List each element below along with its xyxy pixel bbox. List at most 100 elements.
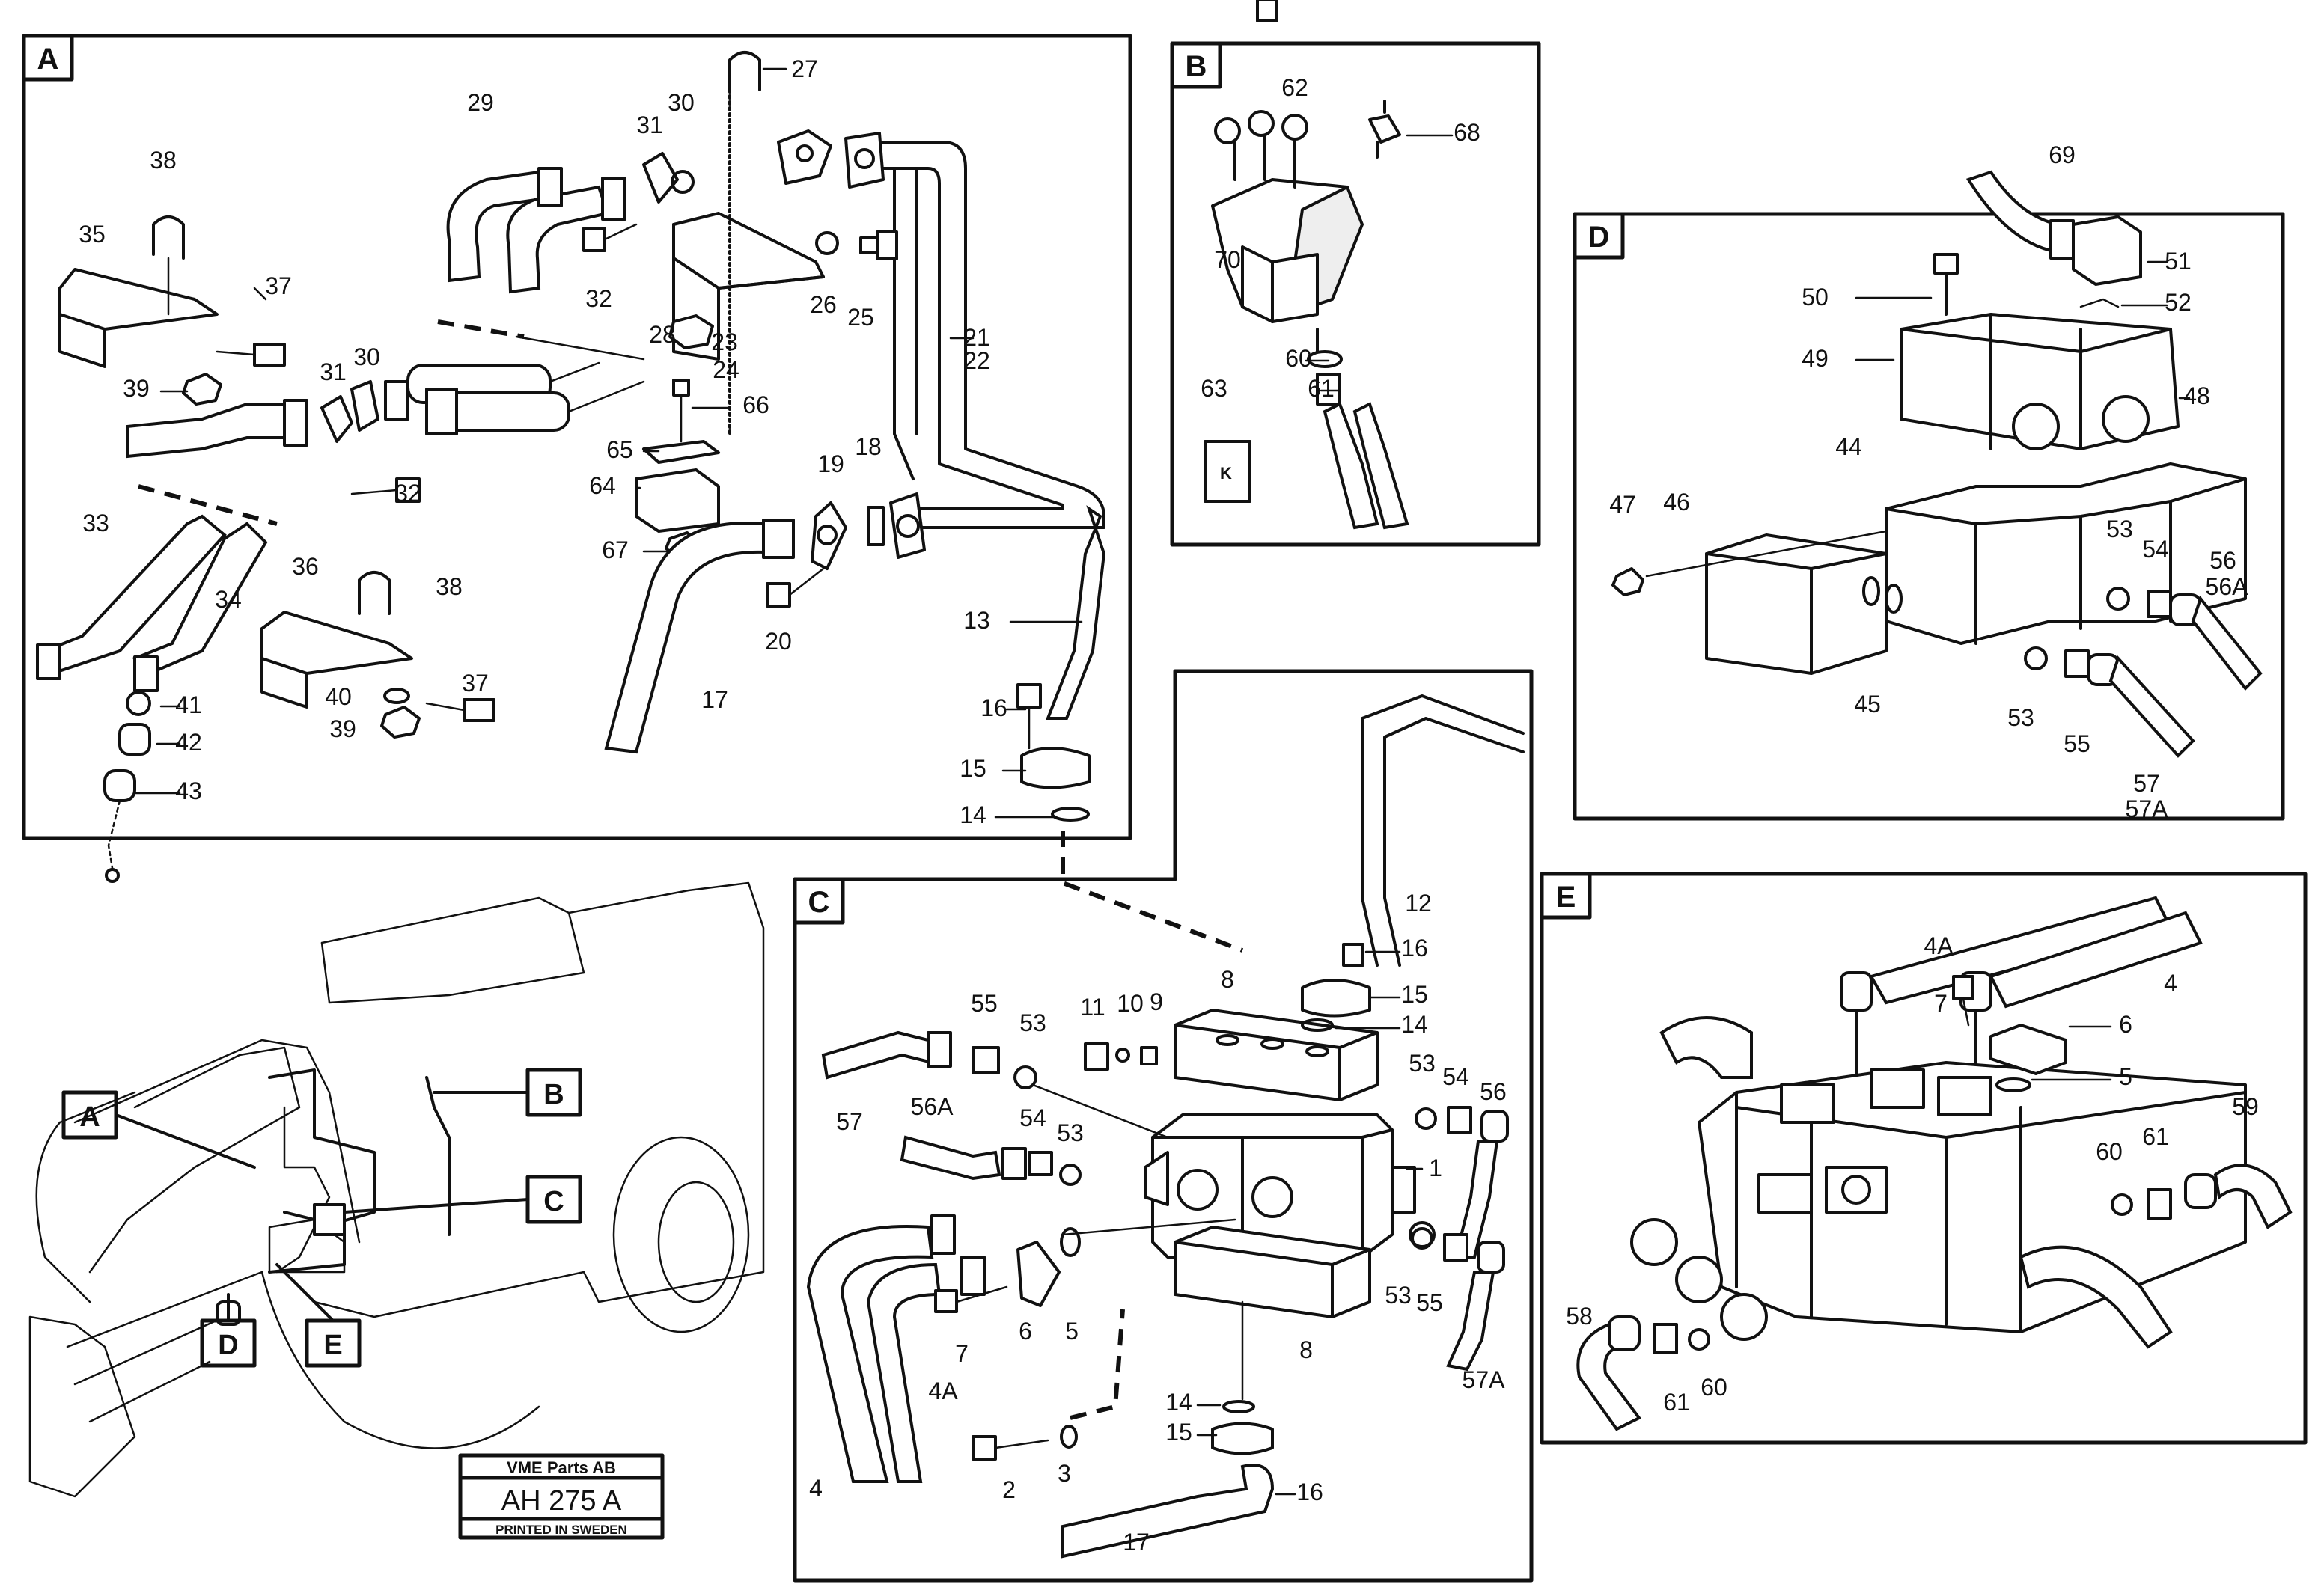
- callout-d-16: 57: [2133, 770, 2160, 797]
- panel-frames: [22, 34, 2308, 1583]
- callout-c-5: 11: [1080, 994, 1105, 1021]
- callout-c-15: 54: [1442, 1063, 1469, 1090]
- callout-c-0: 12: [1405, 890, 1432, 917]
- callout-d-10: 54: [2142, 536, 2169, 563]
- callout-d-13: 45: [1854, 691, 1881, 718]
- callout-a-20: 64: [589, 472, 616, 499]
- callout-b-5: 63: [1201, 375, 1227, 402]
- callout-a-14: 24: [713, 356, 739, 383]
- callout-b-4: 61: [1308, 375, 1335, 402]
- callout-a-0: 27: [791, 55, 818, 82]
- panel-c-frame: [793, 669, 1534, 1583]
- stamp-k: K: [1220, 464, 1232, 483]
- callout-e-0: 4A: [1924, 932, 1954, 959]
- panel-a-drawing: [36, 51, 1244, 953]
- overview-label-a: A: [79, 1101, 100, 1133]
- callout-d-15: 55: [2064, 730, 2090, 757]
- callout-e-3: 6: [2119, 1011, 2132, 1038]
- callout-a-23: 19: [817, 450, 844, 477]
- title-printed: PRINTED IN SWEDEN: [495, 1523, 627, 1537]
- callout-a-22: 18: [855, 433, 882, 460]
- callout-a-19: 65: [606, 436, 633, 463]
- callout-a-7: 39: [123, 375, 150, 402]
- callout-e-6: 60: [2096, 1138, 2123, 1165]
- panel-b-drawing: K: [1204, 100, 1409, 530]
- callout-d-3: 50: [1802, 284, 1829, 311]
- panel-c-letter: C: [808, 886, 830, 919]
- panel-d-frame: [1573, 212, 2285, 821]
- overview-label-d: D: [218, 1330, 238, 1361]
- callout-c-7: 9: [1150, 988, 1163, 1015]
- callout-e-1: 4: [2164, 970, 2177, 997]
- callout-c-13: 53: [1057, 1119, 1084, 1146]
- callout-a-18: 66: [742, 391, 769, 418]
- callout-d-7: 47: [1609, 491, 1636, 518]
- panel-d-letter: D: [1588, 221, 1610, 254]
- callout-c-3: 14: [1401, 1011, 1428, 1038]
- callout-a-9: 30: [353, 343, 380, 370]
- panel-b-tag: [1170, 41, 1222, 89]
- callout-a-2: 31: [636, 111, 663, 138]
- callout-a-33: 38: [436, 573, 463, 600]
- callout-d-8: 46: [1663, 489, 1690, 516]
- callout-c-25: 4: [809, 1475, 823, 1502]
- callout-c-10: 57: [836, 1108, 863, 1135]
- callout-e-9: 61: [1663, 1389, 1690, 1416]
- callout-a-35: 40: [325, 683, 352, 710]
- callout-e-2: 7: [1934, 990, 1948, 1017]
- panel-c-tag: [793, 877, 845, 925]
- callout-c-12: 54: [1019, 1104, 1046, 1131]
- callout-c-8: 55: [971, 990, 998, 1017]
- overview-callouts: A B C D E: [61, 1068, 582, 1368]
- callout-c-28: 14: [1165, 1389, 1192, 1416]
- callout-a-27: 16: [980, 694, 1007, 721]
- callout-a-31: 34: [215, 586, 242, 613]
- callout-c-18: 53: [1385, 1282, 1412, 1309]
- callout-a-16: 21: [963, 324, 990, 351]
- callout-c-6: 10: [1117, 990, 1144, 1017]
- callout-d-17: 57A: [2126, 795, 2169, 822]
- panel-b-frame: [1170, 41, 1541, 547]
- overview-machine: [28, 881, 765, 1498]
- callout-a-32: 36: [292, 553, 319, 580]
- panel-letters: A B D C E: [22, 34, 1625, 925]
- callout-a-13: 28: [649, 321, 676, 348]
- callout-c-14: 53: [1409, 1050, 1436, 1077]
- panel-e-tag: [1540, 872, 1592, 920]
- panel-e-frame: [1540, 872, 2308, 1445]
- callout-c-21: 6: [1019, 1318, 1032, 1345]
- callout-c-32: 16: [1296, 1479, 1323, 1505]
- callout-a-15: 23: [711, 328, 738, 355]
- callout-a-25: 13: [963, 607, 990, 634]
- callout-d-11: 56: [2209, 547, 2236, 574]
- callout-d-1: 51: [2165, 248, 2192, 275]
- callout-a-10: 32: [585, 285, 612, 312]
- callout-a-26: 17: [701, 686, 728, 713]
- callout-a-5: 35: [79, 221, 106, 248]
- panel-e-drawing: [1576, 896, 2293, 1431]
- callout-a-38: 42: [175, 729, 202, 756]
- callout-c-2: 15: [1401, 981, 1428, 1008]
- callout-a-4: 38: [150, 147, 177, 174]
- callout-a-21: 67: [602, 536, 629, 563]
- callout-d-2: 52: [2165, 289, 2192, 316]
- callout-a-12: 25: [847, 304, 874, 331]
- callout-a-39: 43: [175, 777, 202, 804]
- callout-d-6: 44: [1835, 433, 1862, 460]
- callout-a-17: 22: [963, 347, 990, 374]
- callout-a-11: 26: [810, 291, 837, 318]
- callout-c-20: 57A: [1463, 1366, 1506, 1393]
- overview-label-c: C: [543, 1186, 564, 1217]
- callout-d-12: 56A: [2206, 573, 2249, 600]
- panel-a-frame: [22, 34, 1132, 840]
- panel-a-tag: [22, 34, 74, 82]
- callout-a-1: 29: [467, 89, 494, 116]
- callout-b-1: 68: [1454, 119, 1480, 146]
- callout-c-23: 7: [955, 1340, 969, 1367]
- leader-a-6: [253, 287, 267, 301]
- callout-c-22: 5: [1065, 1318, 1079, 1345]
- callout-a-34: 37: [462, 670, 489, 697]
- callout-a-40: 32: [394, 480, 421, 507]
